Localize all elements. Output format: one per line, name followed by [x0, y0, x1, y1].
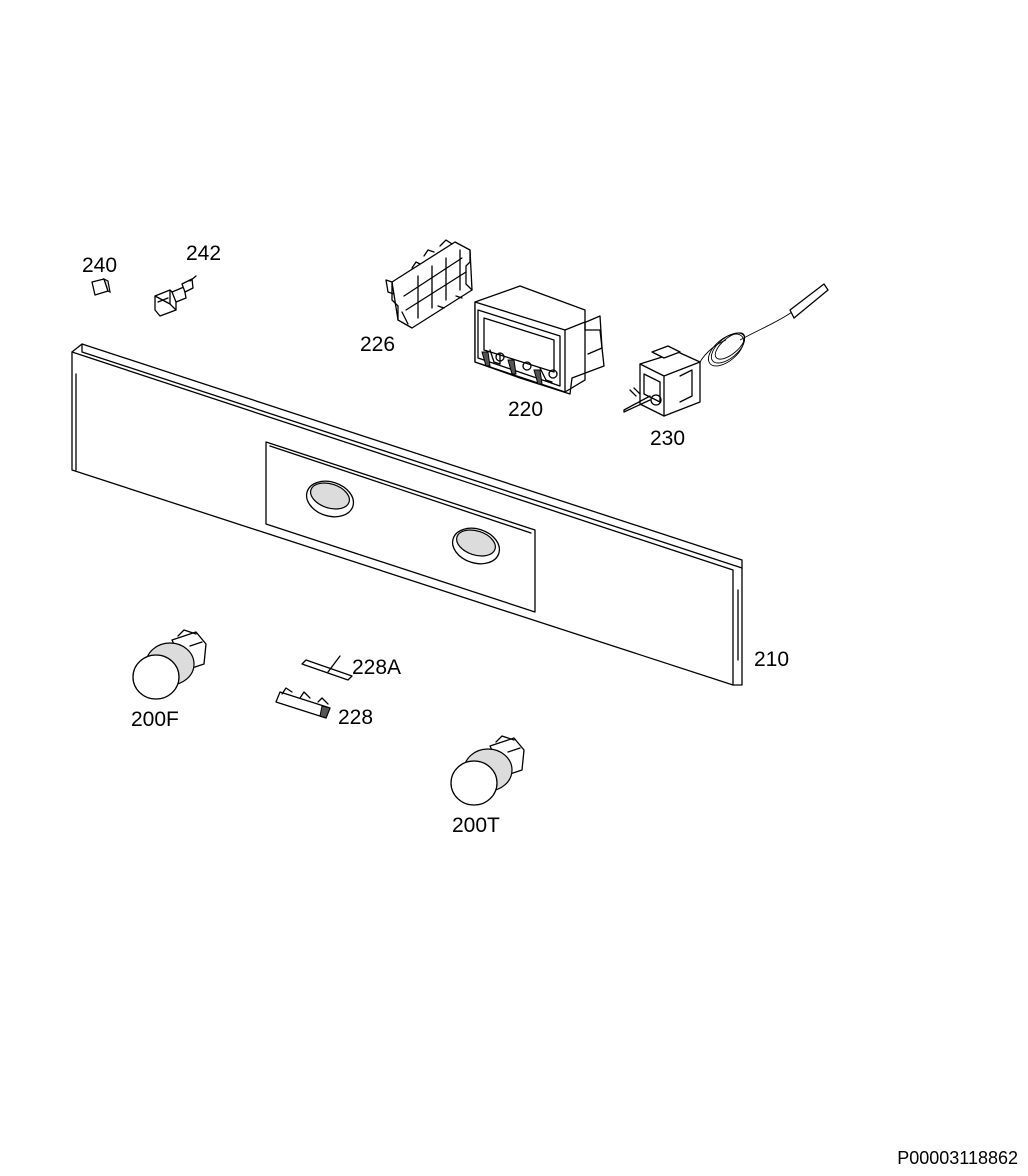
- part-228-clip: [275, 687, 331, 719]
- part-228a-spring: [301, 655, 353, 681]
- label-228: 228: [338, 706, 373, 729]
- label-200t: 200T: [452, 814, 500, 837]
- label-240: 240: [82, 254, 117, 277]
- label-242: 242: [186, 242, 221, 265]
- part-240-clip: [91, 277, 111, 296]
- label-200f: 200F: [131, 708, 179, 731]
- part-200t-knob: [450, 735, 525, 806]
- label-230: 230: [650, 427, 685, 450]
- panel-knob-hole-right: [451, 527, 501, 565]
- part-200f-knob: [132, 629, 207, 700]
- part-210-control-panel: [71, 343, 743, 686]
- part-230-thermostat: [623, 283, 829, 417]
- part-220-display-module: [474, 285, 605, 395]
- label-220: 220: [508, 398, 543, 421]
- document-id: P00003118862: [897, 1148, 1018, 1168]
- label-226: 226: [360, 333, 395, 356]
- label-228a: 228A: [352, 656, 401, 679]
- panel-knob-hole-left: [305, 480, 355, 518]
- label-210: 210: [754, 648, 789, 671]
- part-242-switch: [154, 275, 197, 317]
- part-226-bracket: [385, 239, 473, 329]
